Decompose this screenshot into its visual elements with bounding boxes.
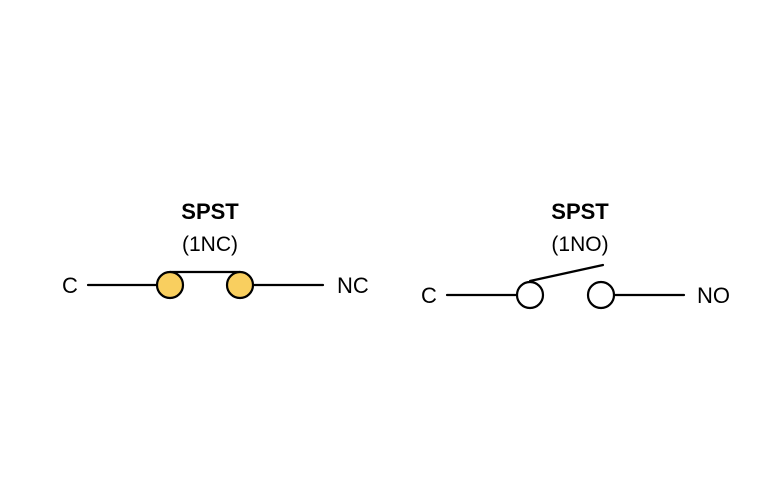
switch-nc-left-contact — [155, 270, 185, 300]
switch-no-left-contact — [515, 280, 545, 310]
switch-no: SPST (1NO) C NO — [421, 199, 730, 310]
switch-nc-right-contact — [225, 270, 255, 300]
switch-nc: SPST (1NC) C NC — [62, 199, 369, 300]
switch-no-title: SPST — [551, 199, 609, 224]
switch-nc-left-terminal: C — [62, 273, 78, 298]
switch-nc-right-terminal: NC — [337, 273, 369, 298]
switch-no-open-lever — [528, 263, 605, 283]
switch-no-right-terminal: NO — [697, 283, 730, 308]
switch-no-left-terminal: C — [421, 283, 437, 308]
switch-no-right-contact — [586, 280, 616, 310]
switch-no-subtitle: (1NO) — [551, 233, 608, 256]
switch-nc-subtitle: (1NC) — [182, 233, 238, 256]
switch-nc-title: SPST — [181, 199, 239, 224]
